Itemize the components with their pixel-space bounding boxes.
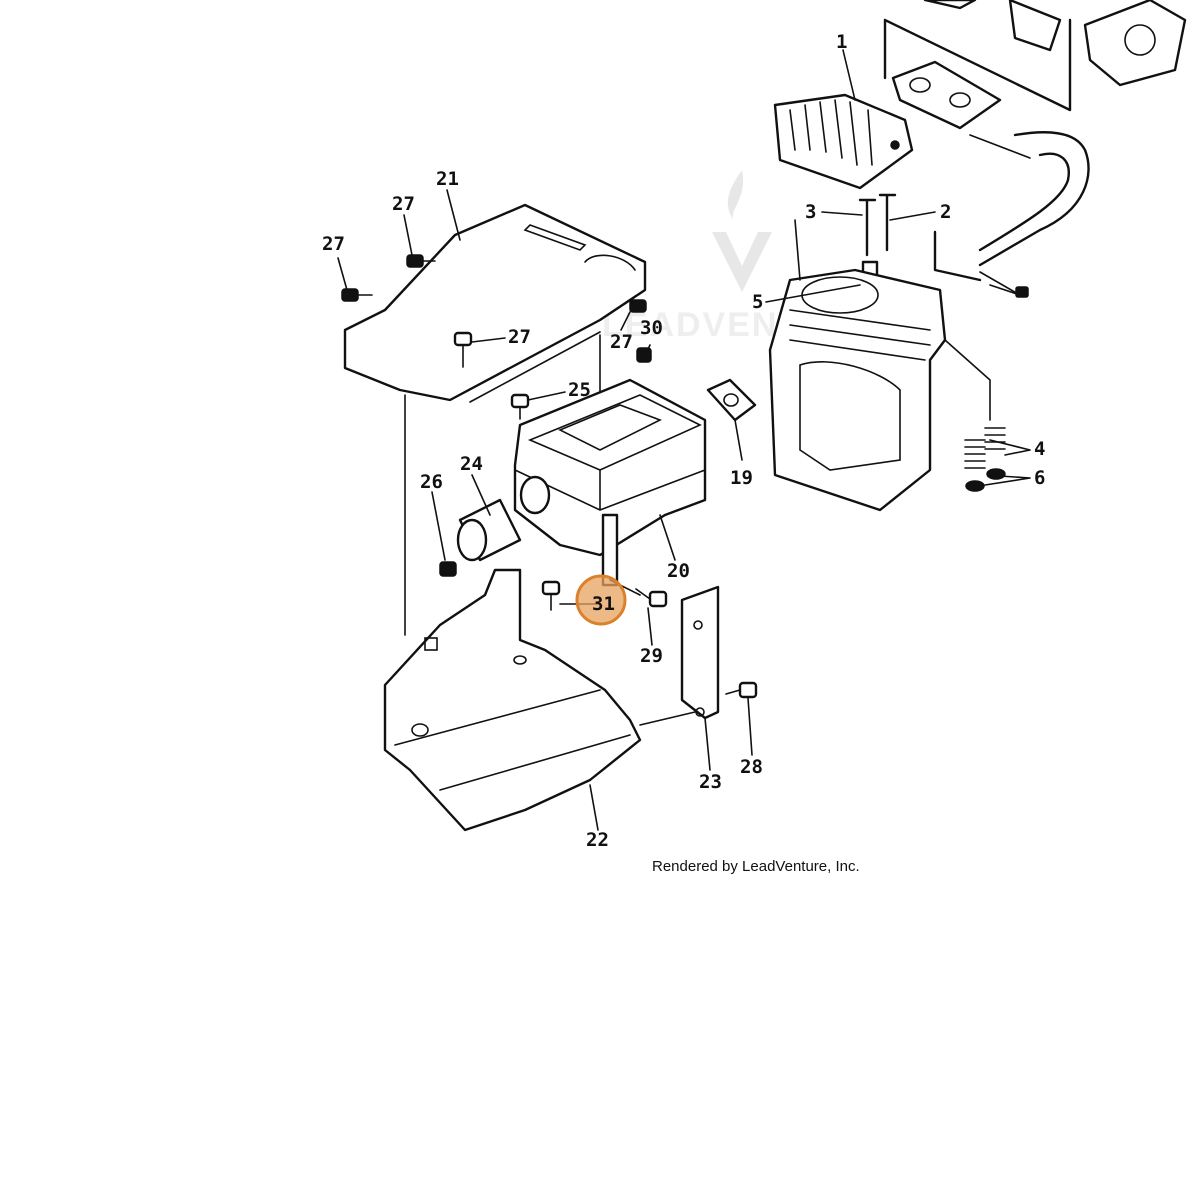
- callout-30[interactable]: 30: [640, 317, 663, 339]
- valves-part: [858, 193, 897, 280]
- callout-25[interactable]: 25: [568, 379, 591, 401]
- bolt-31: [541, 580, 561, 611]
- nut-30: [636, 347, 652, 363]
- gasket-flange-part: [883, 18, 1072, 130]
- bolt-27-top: [406, 254, 436, 268]
- bolt-27-left: [341, 288, 373, 302]
- credit-text: Rendered by LeadVenture, Inc.: [652, 858, 860, 875]
- cylinder-head-part: [773, 93, 914, 190]
- bolt-29: [635, 588, 668, 608]
- bolt-27-right: [629, 299, 647, 313]
- callout-3[interactable]: 3: [805, 201, 816, 223]
- callout-20[interactable]: 20: [667, 560, 690, 582]
- bolt-28: [725, 681, 758, 699]
- callout-23[interactable]: 23: [699, 771, 722, 793]
- callout-4[interactable]: 4: [1034, 438, 1045, 460]
- bolt-exhaust: [989, 284, 1029, 298]
- bolt-27-middle: [453, 331, 473, 368]
- callout-26[interactable]: 26: [420, 471, 443, 493]
- callout-2[interactable]: 2: [940, 201, 951, 223]
- callout-21[interactable]: 21: [436, 168, 459, 190]
- callout-1[interactable]: 1: [836, 31, 847, 53]
- callout-27-right[interactable]: 27: [610, 331, 633, 353]
- exhaust-gasket-part: [706, 378, 757, 422]
- callout-6[interactable]: 6: [1034, 467, 1045, 489]
- callout-24[interactable]: 24: [460, 453, 483, 475]
- callout-31[interactable]: 31: [592, 593, 615, 615]
- callout-27-left[interactable]: 27: [322, 233, 345, 255]
- muffler-part: [513, 378, 707, 587]
- spark-arrester-part: [456, 498, 522, 562]
- callout-5[interactable]: 5: [752, 291, 763, 313]
- bolt-25: [510, 393, 530, 420]
- callout-29[interactable]: 29: [640, 645, 663, 667]
- cylinder-block-part: [768, 219, 991, 512]
- lower-heat-shield-part: [383, 568, 642, 832]
- callout-22[interactable]: 22: [586, 829, 609, 851]
- bolt-26: [439, 561, 457, 577]
- callout-27-middle[interactable]: 27: [508, 326, 531, 348]
- bolts-group: [341, 254, 1029, 699]
- callout-labels: 1 2 3 4 5 6 19 20 21 22 23 24 25 26 27 2…: [322, 31, 1045, 851]
- callout-27-top[interactable]: 27: [392, 193, 415, 215]
- leader-lines: [337, 49, 1031, 831]
- valve-springs-part: [964, 427, 1006, 492]
- bracket-part: [680, 585, 720, 720]
- highlight-marker-31[interactable]: [575, 574, 627, 626]
- callout-19[interactable]: 19: [730, 467, 753, 489]
- carburetor-part: [923, 0, 1187, 87]
- exhaust-pipe-part: [933, 131, 1090, 296]
- callout-28[interactable]: 28: [740, 756, 763, 778]
